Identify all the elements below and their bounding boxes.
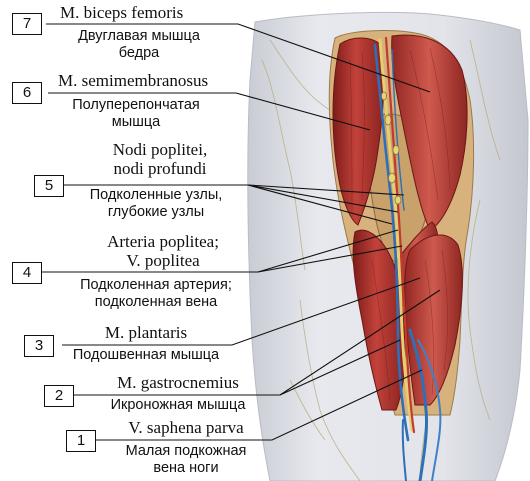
label-5-latin-line-1: Nodi poplitei,: [112, 140, 208, 159]
label-6-rus-line-2: мышца: [111, 114, 161, 130]
label-5-rus-line-1: Подколенные узлы,: [89, 187, 223, 203]
label-6-latin: M. semimembranosus: [58, 71, 209, 90]
label-number-1: 1: [66, 430, 96, 452]
label-2-latin: M. gastrocnemius: [117, 373, 239, 392]
popliteal-neurovascular-bundle: [373, 36, 416, 442]
label-3-latin: M. plantaris: [104, 323, 188, 342]
biceps-femoris-muscle: [391, 34, 468, 231]
leader-lines: [42, 23, 441, 441]
label-1-rus-line-1: Малая подкожная: [125, 443, 247, 459]
label-5-latin: Nodi poplitei, nodi profundi: [68, 140, 252, 178]
label-5-latin-line-2: nodi profundi: [113, 159, 207, 178]
label-number-7: 7: [12, 13, 42, 35]
popliteal-lymph-nodes: [381, 91, 402, 205]
label-number-5: 5: [34, 175, 64, 197]
label-7-latin: M. biceps femoris: [60, 3, 184, 22]
label-3-rus: Подошвенная мышца: [72, 347, 220, 363]
label-number-2: 2: [44, 385, 74, 407]
label-7-rus-line-2: бедра: [118, 45, 160, 61]
label-5-rus: Подколенные узлы, глубокие узлы: [64, 187, 248, 221]
label-7-rus-line-1: Двуглавая мышца: [78, 28, 200, 44]
label-2-rus: Икроножная мышца: [110, 397, 246, 413]
label-4-rus-line-2: подколенная вена: [94, 294, 218, 310]
label-1-latin: V. saphena parva: [128, 418, 244, 437]
label-number-6: 6: [12, 82, 42, 104]
label-number-3: 3: [24, 335, 54, 357]
label-4-latin-line-1: Arteria poplitea;: [107, 232, 219, 251]
label-5-rus-line-2: глубокие узлы: [107, 204, 205, 220]
label-number-4: 4: [12, 262, 42, 284]
cutaneous-nerves: [261, 39, 501, 481]
muscle-fibres: [349, 47, 451, 401]
label-6-rus-line-1: Полуперепончатая: [72, 97, 200, 113]
label-1-rus-line-2: вена ноги: [153, 460, 219, 476]
label-4-rus: Подколенная артерия; подколенная вена: [56, 277, 256, 311]
label-6-rus: Полуперепончатая мышца: [56, 97, 216, 131]
gastrocnemius-medial-head: [352, 229, 406, 411]
label-1-rus: Малая подкожная вена ноги: [100, 443, 272, 477]
small-saphenous-vein: [401, 328, 442, 481]
label-4-latin-line-2: V. poplitea: [126, 251, 200, 270]
label-4-rus-line-1: Подколенная артерия;: [80, 277, 232, 293]
label-4-latin: Arteria poplitea; V. poplitea: [68, 232, 258, 270]
label-7-rus: Двуглавая мышца бедра: [54, 28, 224, 62]
